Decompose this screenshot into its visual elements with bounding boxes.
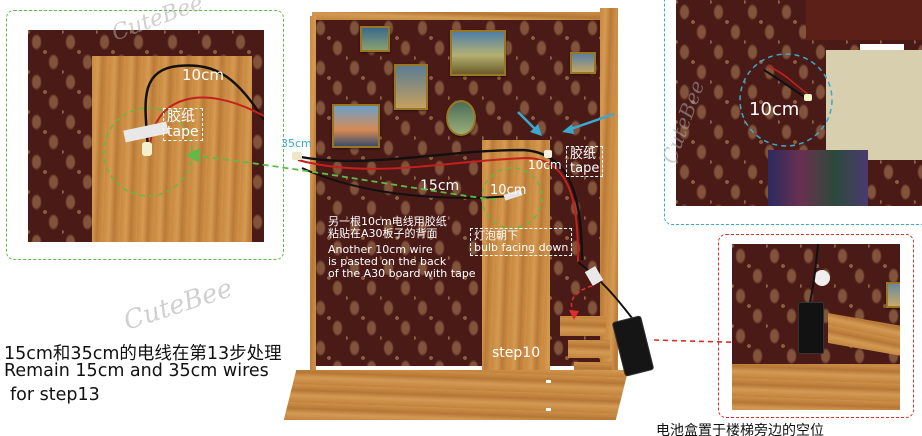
step-label: step10 [492,345,541,361]
painting-landscape-top [450,30,506,76]
painting-portrait [394,64,428,110]
step-marker-1 [546,380,551,383]
note-cn-line-1: 另一根10cm电线用胶纸 [328,215,447,228]
bulb-cn: 灯泡朝下 [474,229,518,242]
note-en-line-2: is pasted on the back [328,255,447,268]
inset-battery-box [798,302,824,354]
inset-top-ceiling [806,0,922,40]
stair-step-1 [560,316,606,336]
painting-oval [446,100,476,136]
main-tape-cn: 胶纸 [570,147,597,162]
inset-bulb [142,142,152,156]
battery-location-note: 电池盒置于楼梯旁边的空位 [656,423,824,436]
inset-tape-label: 胶纸 tape [163,108,203,142]
main-photo [282,0,662,436]
dollhouse-top-plank [312,12,612,20]
main-tape-en: tape [570,160,600,176]
note-cn-line-2: 粘贴在A30板子的背面 [328,227,438,240]
inset-bulb-closeup-photo [28,30,264,242]
remain-wires-note-cn: 15cm和35cm的电线在第13步处理 [4,344,282,364]
bulb-en: bulb facing down [474,241,569,254]
inset-top-light-wall [826,50,922,160]
inset-top-length-label: 10cm [749,99,800,120]
inset-bulb-closeup-frame [6,10,284,260]
main-tape-label: 胶纸 tape [566,146,604,178]
inset-battery-floor [732,364,900,410]
inset-top-book-spines [768,150,868,206]
inset-length-label: 10cm [182,66,224,84]
bulb-facing-down-label: 灯泡朝下 bulb facing down [470,228,573,256]
label-10cm-top: 10cm [528,158,562,172]
label-15cm: 15cm [420,178,460,194]
inset-tape-cn: 胶纸 [167,109,195,125]
inset-wood-board [92,56,252,242]
painting-right-small [570,52,596,74]
label-10cm-board: 10cm [490,183,527,198]
stair-step-2 [568,340,610,358]
remain-wires-note-en-2: for step13 [10,385,100,405]
note-another-wire: 另一根10cm电线用胶纸 粘贴在A30板子的背面 Another 10cm wi… [328,216,476,280]
inset-battery-white-shape [814,270,830,286]
inset-top-bulb-photo [676,0,922,206]
inset-battery-painting [886,282,900,308]
main-bulb-left [292,152,302,160]
dollhouse-left-edge [310,16,316,396]
inset-top-bulb [804,94,812,101]
dollhouse-right-panel [600,8,618,408]
label-35cm: 35cm [281,137,312,150]
inset-battery-photo [732,244,900,410]
painting-seascape [332,104,380,148]
note-en-line-3: of the A30 board with tape [328,267,476,280]
inset-top-bulb-frame [664,0,922,225]
main-bulb-top [544,150,552,158]
inset-battery-wire [809,244,819,303]
painting-small-top-left [360,26,390,52]
inset-battery-frame [718,234,914,418]
watermark-brand-middle: CuteBee [120,273,237,337]
inset-top-ceiling-mark [860,44,904,51]
note-en-line-1: Another 10cm wire [328,243,433,256]
inset-tape-en: tape [167,123,199,140]
inset-top-wires [739,53,833,147]
remain-wires-note-en-1: Remain 15cm and 35cm wires [4,361,269,381]
step-marker-2 [546,408,551,411]
